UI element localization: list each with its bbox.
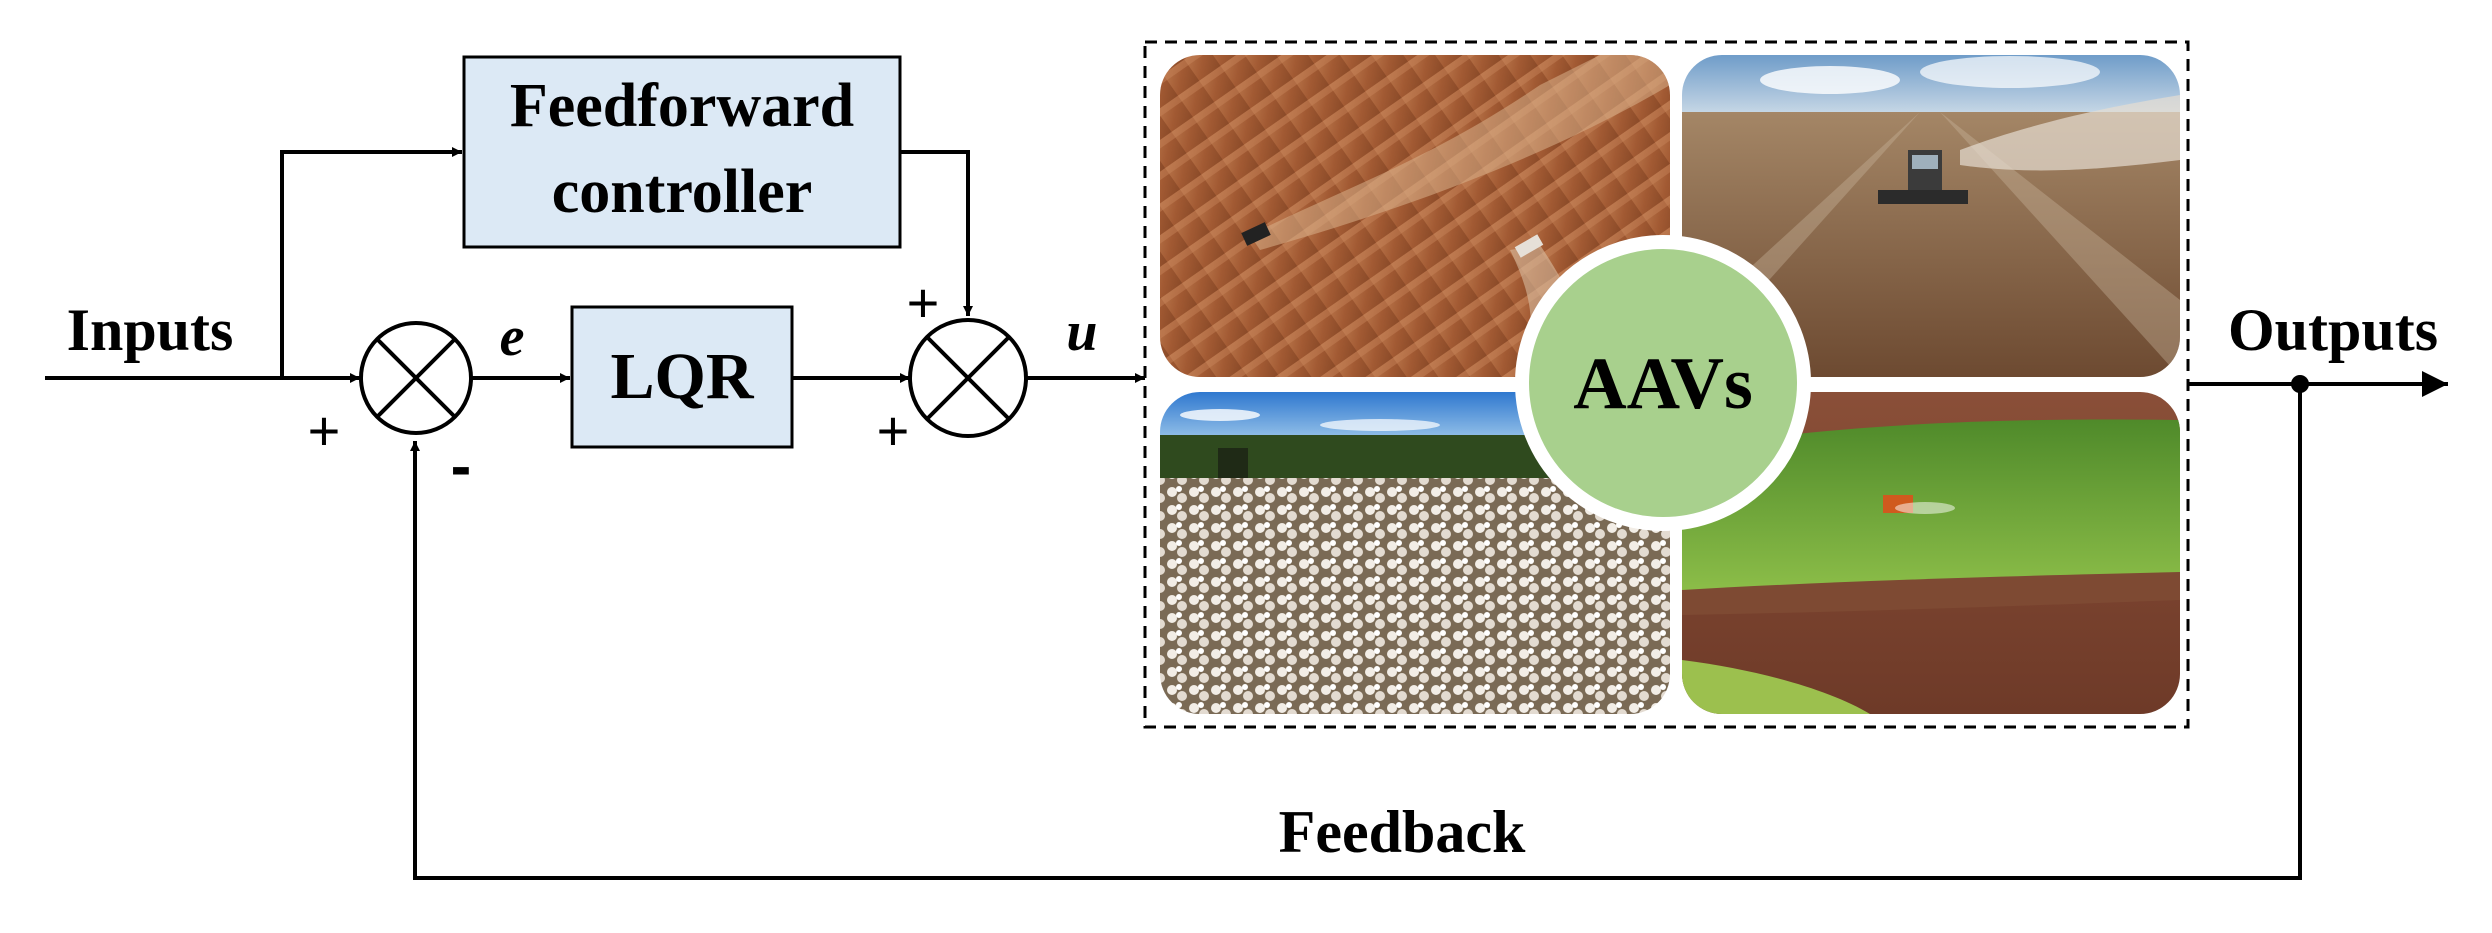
control-signal-label: u [1066,301,1097,363]
sum2-plus-top-sign: + [907,271,940,334]
aavs-label: AAVs [1573,343,1753,425]
sum2-plus-left-sign: + [877,399,910,462]
cotton-field-photo [1160,392,1670,714]
outputs-label: Outputs [2228,297,2438,363]
signal-lines [45,147,2302,880]
aavs-circle [1515,235,1811,531]
lqr-block: LQR [570,305,794,449]
output-junction-dot [2291,375,2309,393]
error-label: e [500,306,525,368]
inputs-label: Inputs [67,297,234,363]
lqr-label: LQR [610,340,754,413]
feedforward-branch-line [280,147,462,378]
summing-junction-1 [359,321,473,435]
feedforward-output-line [900,150,973,316]
feedforward-block: Feedforward controller [462,55,902,249]
sum1-minus-sign: - [451,432,472,501]
feedback-line [410,384,2302,880]
sum1-plus-sign: + [308,399,341,462]
feedback-label: Feedback [1279,799,1526,865]
summing-junction-2 [908,318,1028,438]
feedforward-label-line2: controller [552,158,813,226]
feedforward-label-line1: Feedforward [510,72,854,140]
plant-panel: AAVs [1143,40,2190,729]
